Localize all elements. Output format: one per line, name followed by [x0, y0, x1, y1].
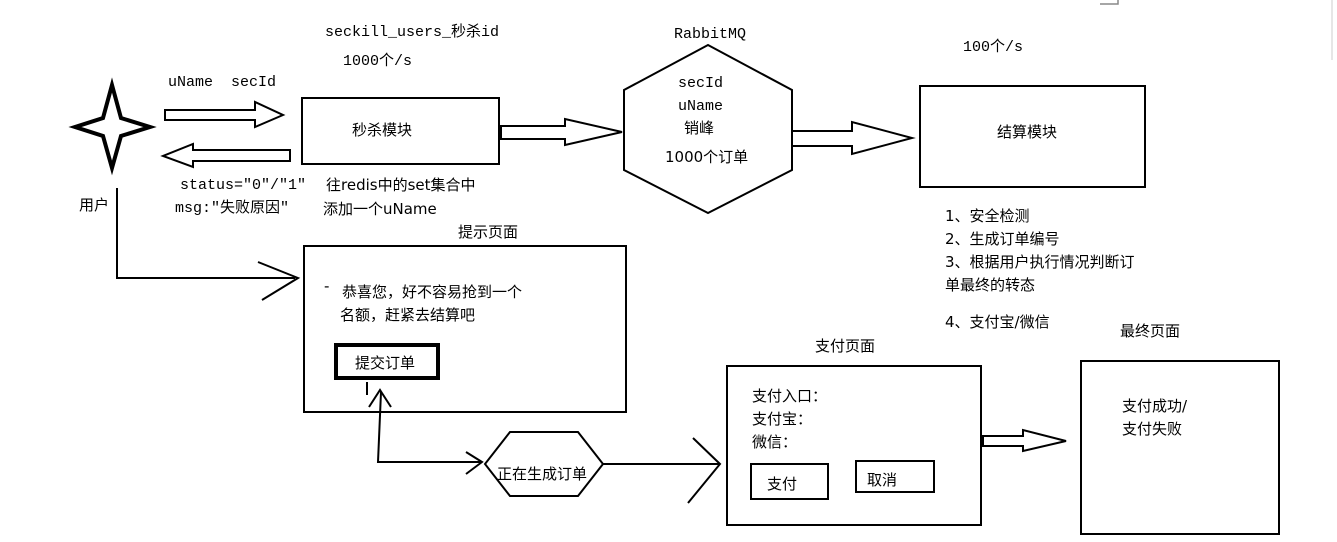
- settle-rate: 100个/s: [963, 38, 1023, 56]
- final-page-box: [1080, 360, 1280, 535]
- window-edge: [1100, 0, 1119, 5]
- response-status: status="0"/"1": [180, 177, 306, 194]
- seckill-module-box: [301, 97, 500, 165]
- submit-order-label: 提交订单: [355, 354, 415, 372]
- user-star-icon: [68, 77, 157, 176]
- final-result-line1: 支付成功/: [1122, 397, 1188, 415]
- generating-to-pay-arrowhead: [687, 437, 722, 504]
- generating-order-hexagon: [483, 431, 605, 497]
- pay-page-title: 支付页面: [815, 337, 875, 355]
- prompt-page-title: 提示页面: [458, 223, 518, 241]
- pay-to-final-arrow: [982, 428, 1067, 453]
- settle-step-1: 1、安全检测: [945, 207, 1030, 225]
- mq-title: RabbitMQ: [674, 26, 746, 43]
- pay-button-frame[interactable]: [750, 463, 829, 500]
- mq-uname: uName: [678, 98, 723, 115]
- request-arrow: [164, 100, 286, 129]
- settle-step-4: 4、支付宝/微信: [945, 313, 1050, 331]
- cancel-button-label: 取消: [867, 471, 897, 489]
- generating-arrowhead: [465, 451, 484, 475]
- mq-orders: 1000个订单: [665, 148, 748, 166]
- cancel-button-frame[interactable]: [855, 460, 935, 493]
- user-label: 用户: [79, 196, 109, 214]
- prompt-bullet: -: [324, 277, 329, 295]
- submit-to-generating-line: [376, 391, 482, 463]
- settle-step-3a: 3、根据用户执行情况判断订: [945, 253, 1135, 271]
- redis-note-line2: 添加一个uName: [323, 200, 437, 218]
- submit-order-frame[interactable]: [334, 343, 440, 380]
- final-result-line2: 支付失败: [1122, 420, 1182, 438]
- pay-entry-label: 支付入口：: [752, 387, 827, 405]
- prompt-message-line2: 名额，赶紧去结算吧: [340, 306, 475, 324]
- user-to-prompt-arrowhead: [257, 261, 301, 301]
- settle-step-3b: 单最终的转态: [945, 276, 1035, 294]
- pay-wechat-label: 微信：: [752, 433, 797, 451]
- seckill-to-mq-arrow: [500, 117, 623, 147]
- seckill-set-title: seckill_users_秒杀id: [325, 23, 499, 41]
- redis-note-line1: 往redis中的set集合中: [326, 176, 476, 194]
- generating-order-label: 正在生成订单: [497, 465, 587, 483]
- pay-button[interactable]: 支付: [750, 463, 829, 500]
- pay-page-box: [726, 365, 982, 526]
- final-page-title: 最终页面: [1120, 322, 1180, 340]
- prompt-message-line1: 恭喜您，好不容易抢到一个: [342, 283, 522, 301]
- mq-peak: 销峰: [684, 119, 714, 137]
- rabbitmq-hexagon: [623, 43, 793, 215]
- response-arrow: [160, 142, 291, 169]
- seckill-rate: 1000个/s: [343, 52, 412, 70]
- settle-step-2: 2、生成订单编号: [945, 230, 1060, 248]
- prompt-page-box: [303, 245, 627, 413]
- response-msg: msg:"失败原因": [175, 199, 289, 217]
- pay-button-label: 支付: [767, 475, 797, 493]
- settle-module-box: [919, 85, 1146, 188]
- submit-arrowhead-up: [368, 388, 392, 408]
- request-params: uName secId: [168, 74, 276, 91]
- mq-to-settle-arrow: [791, 120, 916, 156]
- pay-alipay-label: 支付宝：: [752, 410, 812, 428]
- seckill-module-label: 秒杀模块: [352, 121, 412, 139]
- mq-secid: secId: [678, 75, 723, 92]
- submit-order-button[interactable]: 提交订单: [334, 343, 440, 380]
- settle-module-label: 结算模块: [997, 123, 1057, 141]
- user-to-prompt-line: [116, 188, 295, 279]
- cancel-button[interactable]: 取消: [855, 460, 935, 493]
